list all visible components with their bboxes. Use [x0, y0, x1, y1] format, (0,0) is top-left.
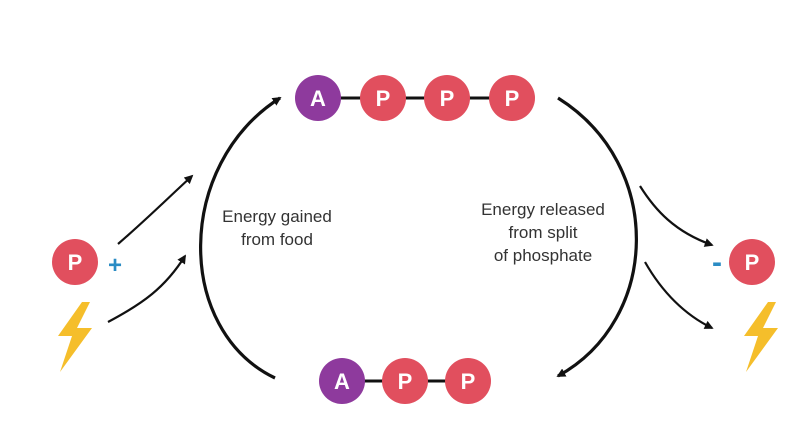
energy-released-line-1: Energy released — [481, 200, 605, 219]
adenosine-circle — [295, 75, 341, 121]
phosphate-circle — [424, 75, 470, 121]
adp-molecule: A P P — [319, 358, 491, 404]
phosphate-label: P — [376, 86, 391, 111]
adenosine-circle — [319, 358, 365, 404]
phosphate-circle — [445, 358, 491, 404]
phosphate-label: P — [440, 86, 455, 111]
adenosine-label: A — [334, 369, 350, 394]
energy-released-line-3: of phosphate — [493, 246, 593, 265]
phosphate-circle — [729, 239, 775, 285]
energy-released-label: Energy released from split of phosphate — [463, 198, 623, 267]
output-arrow-energy — [644, 261, 714, 329]
input-arrow-energy — [107, 254, 186, 323]
output-arrow-phosphate — [639, 185, 714, 247]
phosphate-label: P — [68, 250, 83, 275]
adenosine-label: A — [310, 86, 326, 111]
phosphate-circle — [52, 239, 98, 285]
phosphate-label: P — [461, 369, 476, 394]
cycle-arrow-right — [556, 96, 638, 378]
phosphate-circle — [489, 75, 535, 121]
minus-sign: - — [712, 246, 722, 279]
phosphate-label: P — [505, 86, 520, 111]
phosphate-circle — [382, 358, 428, 404]
energy-gained-label: Energy gained from food — [202, 205, 352, 251]
input-arrow-phosphate — [117, 174, 194, 245]
phosphate-label: P — [745, 250, 760, 275]
lightning-icon — [744, 302, 778, 372]
phosphate-circle — [360, 75, 406, 121]
atp-molecule: A P P P — [295, 75, 535, 121]
lightning-icon — [58, 302, 92, 372]
phosphate-label: P — [398, 369, 413, 394]
cycle-arrow-left — [199, 96, 282, 380]
output-phosphate: - P — [712, 239, 775, 285]
energy-released-line-2: from split — [508, 223, 578, 242]
plus-sign: + — [108, 252, 122, 279]
input-phosphate: P + — [52, 239, 122, 285]
energy-gained-line-2: from food — [241, 230, 313, 249]
energy-gained-line-1: Energy gained — [222, 207, 332, 226]
